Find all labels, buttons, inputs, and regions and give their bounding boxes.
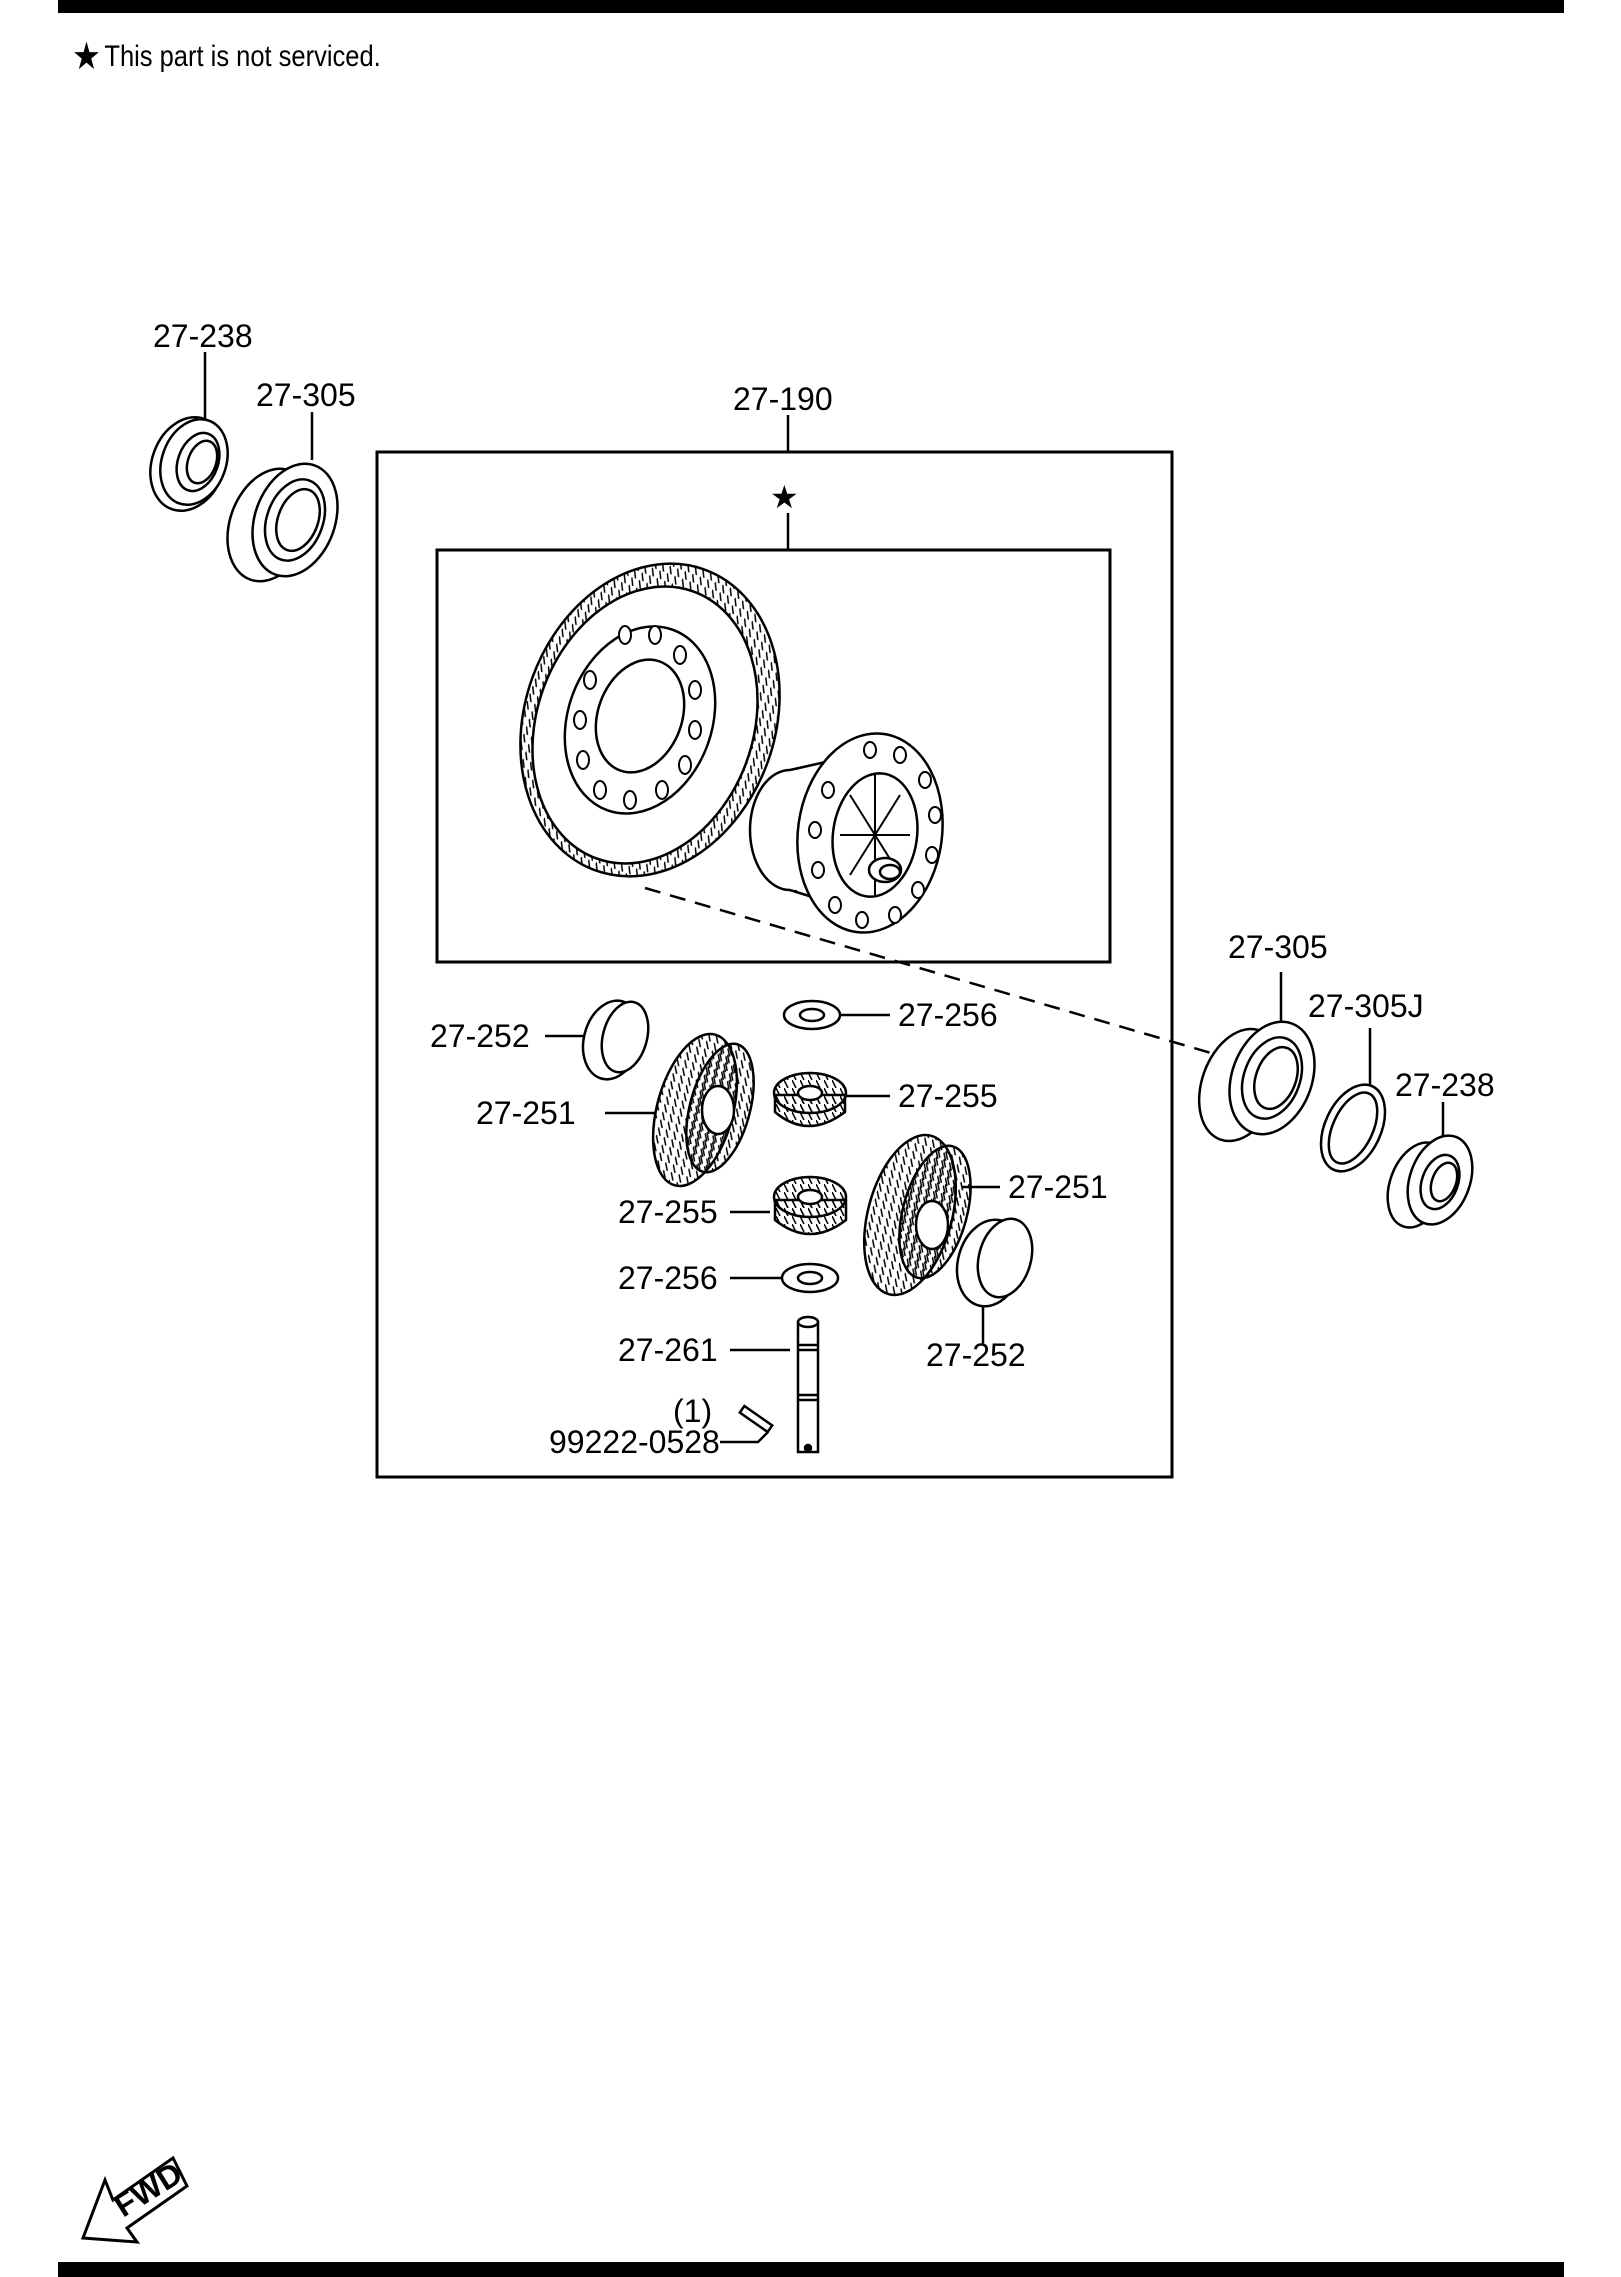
label-assembly: 27-190 (733, 381, 833, 417)
label-pinion-shaft: 27-261 (618, 1332, 718, 1368)
pinion-gear-top-part (772, 1071, 848, 1128)
not-serviced-note: ★ This part is not serviced. (72, 38, 381, 76)
label-bearing-seal-right: 27-238 (1395, 1067, 1495, 1103)
label-pin-qty: (1) (673, 1393, 712, 1429)
assembly-outer-frame (375, 450, 1174, 1479)
ring-gear-part (519, 562, 781, 878)
side-gear-left-part (651, 1032, 755, 1188)
label-bearing-seal-left: 27-238 (153, 318, 253, 354)
label-thrust-washer-left: 27-252 (430, 1018, 530, 1054)
label-pinion-washer-top: 27-256 (898, 997, 998, 1033)
side-gear-right-part (862, 1133, 972, 1297)
bearing-seal-right-part (1386, 1134, 1474, 1229)
thrust-washer-left-part (581, 999, 650, 1081)
bearing-seal-left-part (149, 415, 229, 513)
label-pinion-gear-bottom: 27-255 (618, 1194, 718, 1230)
bearing-left-part (226, 462, 339, 583)
pinion-shaft-part (796, 1315, 820, 1454)
pinion-washer-top-part (782, 999, 842, 1031)
shim-right-part (1319, 1083, 1387, 1173)
label-pinion-gear-top: 27-255 (898, 1078, 998, 1114)
assembly-inner-frame (435, 548, 1112, 964)
top-border-bar (58, 0, 1564, 13)
label-shim-right: 27-305J (1308, 988, 1424, 1024)
label-pin-part: 99222-0528 (549, 1424, 720, 1460)
case-bolt-holes (808, 741, 942, 929)
ring-gear-bolt-holes (573, 625, 702, 810)
assembly-star-icon: ★ (770, 479, 799, 515)
label-side-gear-left: 27-251 (476, 1095, 576, 1131)
differential-case-part (748, 732, 944, 934)
not-serviced-note-text: This part is not serviced. (104, 40, 381, 73)
bottom-border-bar (58, 2262, 1564, 2277)
label-thrust-washer-right: 27-252 (926, 1337, 1026, 1373)
label-side-gear-right: 27-251 (1008, 1169, 1108, 1205)
bearing-right-part (1197, 1020, 1316, 1143)
pinion-gear-bottom-part (772, 1175, 848, 1236)
pinion-washer-bottom-part (780, 1262, 840, 1294)
label-pinion-washer-bottom: 27-256 (618, 1260, 718, 1296)
thrust-washer-right-part (955, 1217, 1034, 1308)
fwd-arrow-icon: FWD (80, 2155, 189, 2244)
label-bearing-right: 27-305 (1228, 929, 1328, 965)
label-bearing-left: 27-305 (256, 377, 356, 413)
star-icon: ★ (72, 36, 101, 78)
roll-pin-part (738, 1404, 774, 1434)
